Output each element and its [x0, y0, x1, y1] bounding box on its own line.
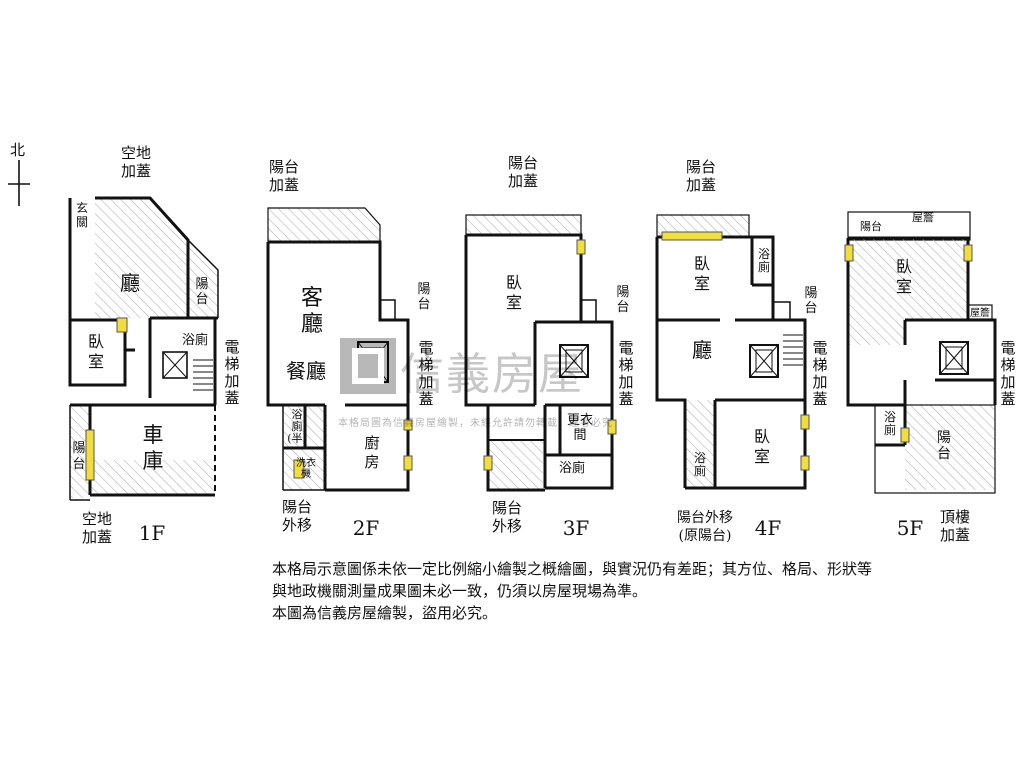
- room-label-f1-hall: 廳: [120, 271, 140, 295]
- room-label-f4-balcony-top: 陽台加蓋: [686, 158, 716, 194]
- watermark-logo-icon: [340, 338, 396, 398]
- room-label-f5-roof-extension: 頂樓加蓋: [940, 508, 970, 544]
- f5-roof-hatch: [905, 405, 995, 490]
- north-label: 北: [10, 141, 25, 159]
- room-label-f5-balcony: 陽台: [937, 430, 951, 462]
- room-label-f1-open-space-bottom: 空地加蓋: [82, 510, 112, 546]
- room-label-f4-bedroom-bottom: 臥室: [754, 427, 770, 466]
- f3-balcony-hatch: [465, 214, 582, 236]
- disclaimer: 本格局示意圖係未依一定比例縮小繪製之概繪圖，與實況仍有差距；其方位、格局、形狀等…: [272, 558, 882, 624]
- room-label-f3-balcony-out: 陽台外移: [492, 499, 522, 535]
- f5-roof-edge: [874, 404, 996, 494]
- floor-4f-plan: [655, 214, 810, 490]
- room-label-f5-label: 5F: [897, 516, 924, 540]
- room-label-f2-half-bath: 浴廁(半): [287, 408, 307, 445]
- disclaimer-line-2: 本圖為信義房屋繪製，盜用必究。: [272, 604, 498, 622]
- north-arrow-icon: 北: [8, 141, 30, 206]
- f1-balcony-hatch: [188, 240, 218, 318]
- room-label-f3-balcony-top: 陽台加蓋: [508, 154, 538, 190]
- room-label-f4-hall: 廳: [692, 338, 712, 362]
- room-label-f1-bath: 浴廁: [182, 332, 208, 348]
- f1-bottom-hatch-2: [90, 460, 215, 495]
- room-label-f3-bath: 浴廁: [559, 460, 585, 476]
- disclaimer-line-1: 本格局示意圖係未依一定比例縮小繪製之概繪圖，與實況仍有差距；其方位、格局、形狀等…: [272, 560, 873, 600]
- f1-open-space-hatch: [95, 198, 188, 318]
- room-label-f2-balcony-out: 陽台外移: [282, 498, 312, 534]
- room-label-f4-bath-bottom: 浴廁: [694, 451, 706, 478]
- room-label-f4-elevator: 電梯加蓋: [812, 339, 827, 408]
- room-label-f1-open-space-top: 空地加蓋: [121, 144, 151, 180]
- room-label-f4-balcony-out: 陽台外移(原陽台): [677, 510, 733, 544]
- f4-bottom-hatch: [685, 400, 715, 488]
- room-label-f5-eaves-top: 屋簷: [912, 210, 934, 224]
- room-label-f1-garage: 車庫: [143, 423, 164, 473]
- floor-2f-plan: [266, 207, 413, 492]
- room-label-f2-label: 2F: [353, 516, 380, 540]
- watermark-notice: 本格局圖為信義房屋繪製，未經允許請勿轉載，違者必究: [338, 418, 613, 429]
- room-labels: 1F空地加蓋玄關廳陽台臥室浴廁車庫陽台空地加蓋電梯加蓋2F陽台加蓋客廳餐廳陽台浴…: [72, 144, 1015, 546]
- room-label-f3-label: 3F: [563, 516, 590, 540]
- room-label-f2-balcony-top: 陽台加蓋: [269, 158, 299, 194]
- room-label-f5-elevator: 電梯加蓋: [1000, 339, 1015, 408]
- room-label-f4-label: 4F: [755, 516, 782, 540]
- watermark-brand: 信義房屋: [400, 349, 584, 400]
- room-label-f3-bedroom: 臥室: [506, 273, 522, 312]
- room-label-f4-bath-top: 浴廁: [758, 247, 770, 274]
- room-label-f3-closet: 更衣間: [567, 412, 593, 443]
- room-label-f1-balcony-left: 陽台: [72, 441, 85, 472]
- room-label-f1-entrance: 玄關: [76, 200, 88, 229]
- room-label-f2-balcony-side: 陽台: [417, 282, 430, 312]
- floor-5f-plan: [844, 211, 997, 494]
- room-label-f5-bath: 浴廁: [884, 410, 896, 437]
- room-label-f2-washer: 洗衣機: [296, 456, 316, 480]
- floor-1f-plan: [68, 196, 219, 501]
- room-label-f3-elevator: 電梯加蓋: [618, 339, 633, 408]
- f3-bottom-hatch: [488, 440, 543, 490]
- room-label-f2-elevator: 電梯加蓋: [418, 339, 433, 408]
- room-label-f4-balcony-side: 陽台: [804, 286, 817, 316]
- room-label-f2-dining: 餐廳: [286, 359, 326, 383]
- f2-balcony-hatch: [267, 207, 381, 243]
- room-label-f4-bedroom-top: 臥室: [694, 254, 710, 293]
- room-label-f5-bedroom: 臥室: [896, 257, 912, 296]
- room-label-f2-living: 客廳: [301, 286, 323, 337]
- room-label-f5-eaves-side: 屋簷: [970, 306, 990, 319]
- floor-3f-plan: [464, 214, 617, 492]
- room-label-f1-elevator: 電梯加蓋: [224, 338, 239, 407]
- room-label-f3-balcony-side: 陽台: [616, 285, 629, 315]
- room-label-f2-kitchen: 廚房: [364, 434, 379, 471]
- room-label-f5-balcony-top: 陽台: [860, 219, 882, 233]
- f5-bedroom-hatch: [848, 238, 968, 345]
- f1-bottom-hatch: [70, 405, 90, 498]
- room-label-f1-label: 1F: [139, 521, 166, 545]
- room-label-f1-balcony: 陽台: [195, 277, 208, 307]
- room-label-f1-bedroom: 臥室: [88, 332, 104, 371]
